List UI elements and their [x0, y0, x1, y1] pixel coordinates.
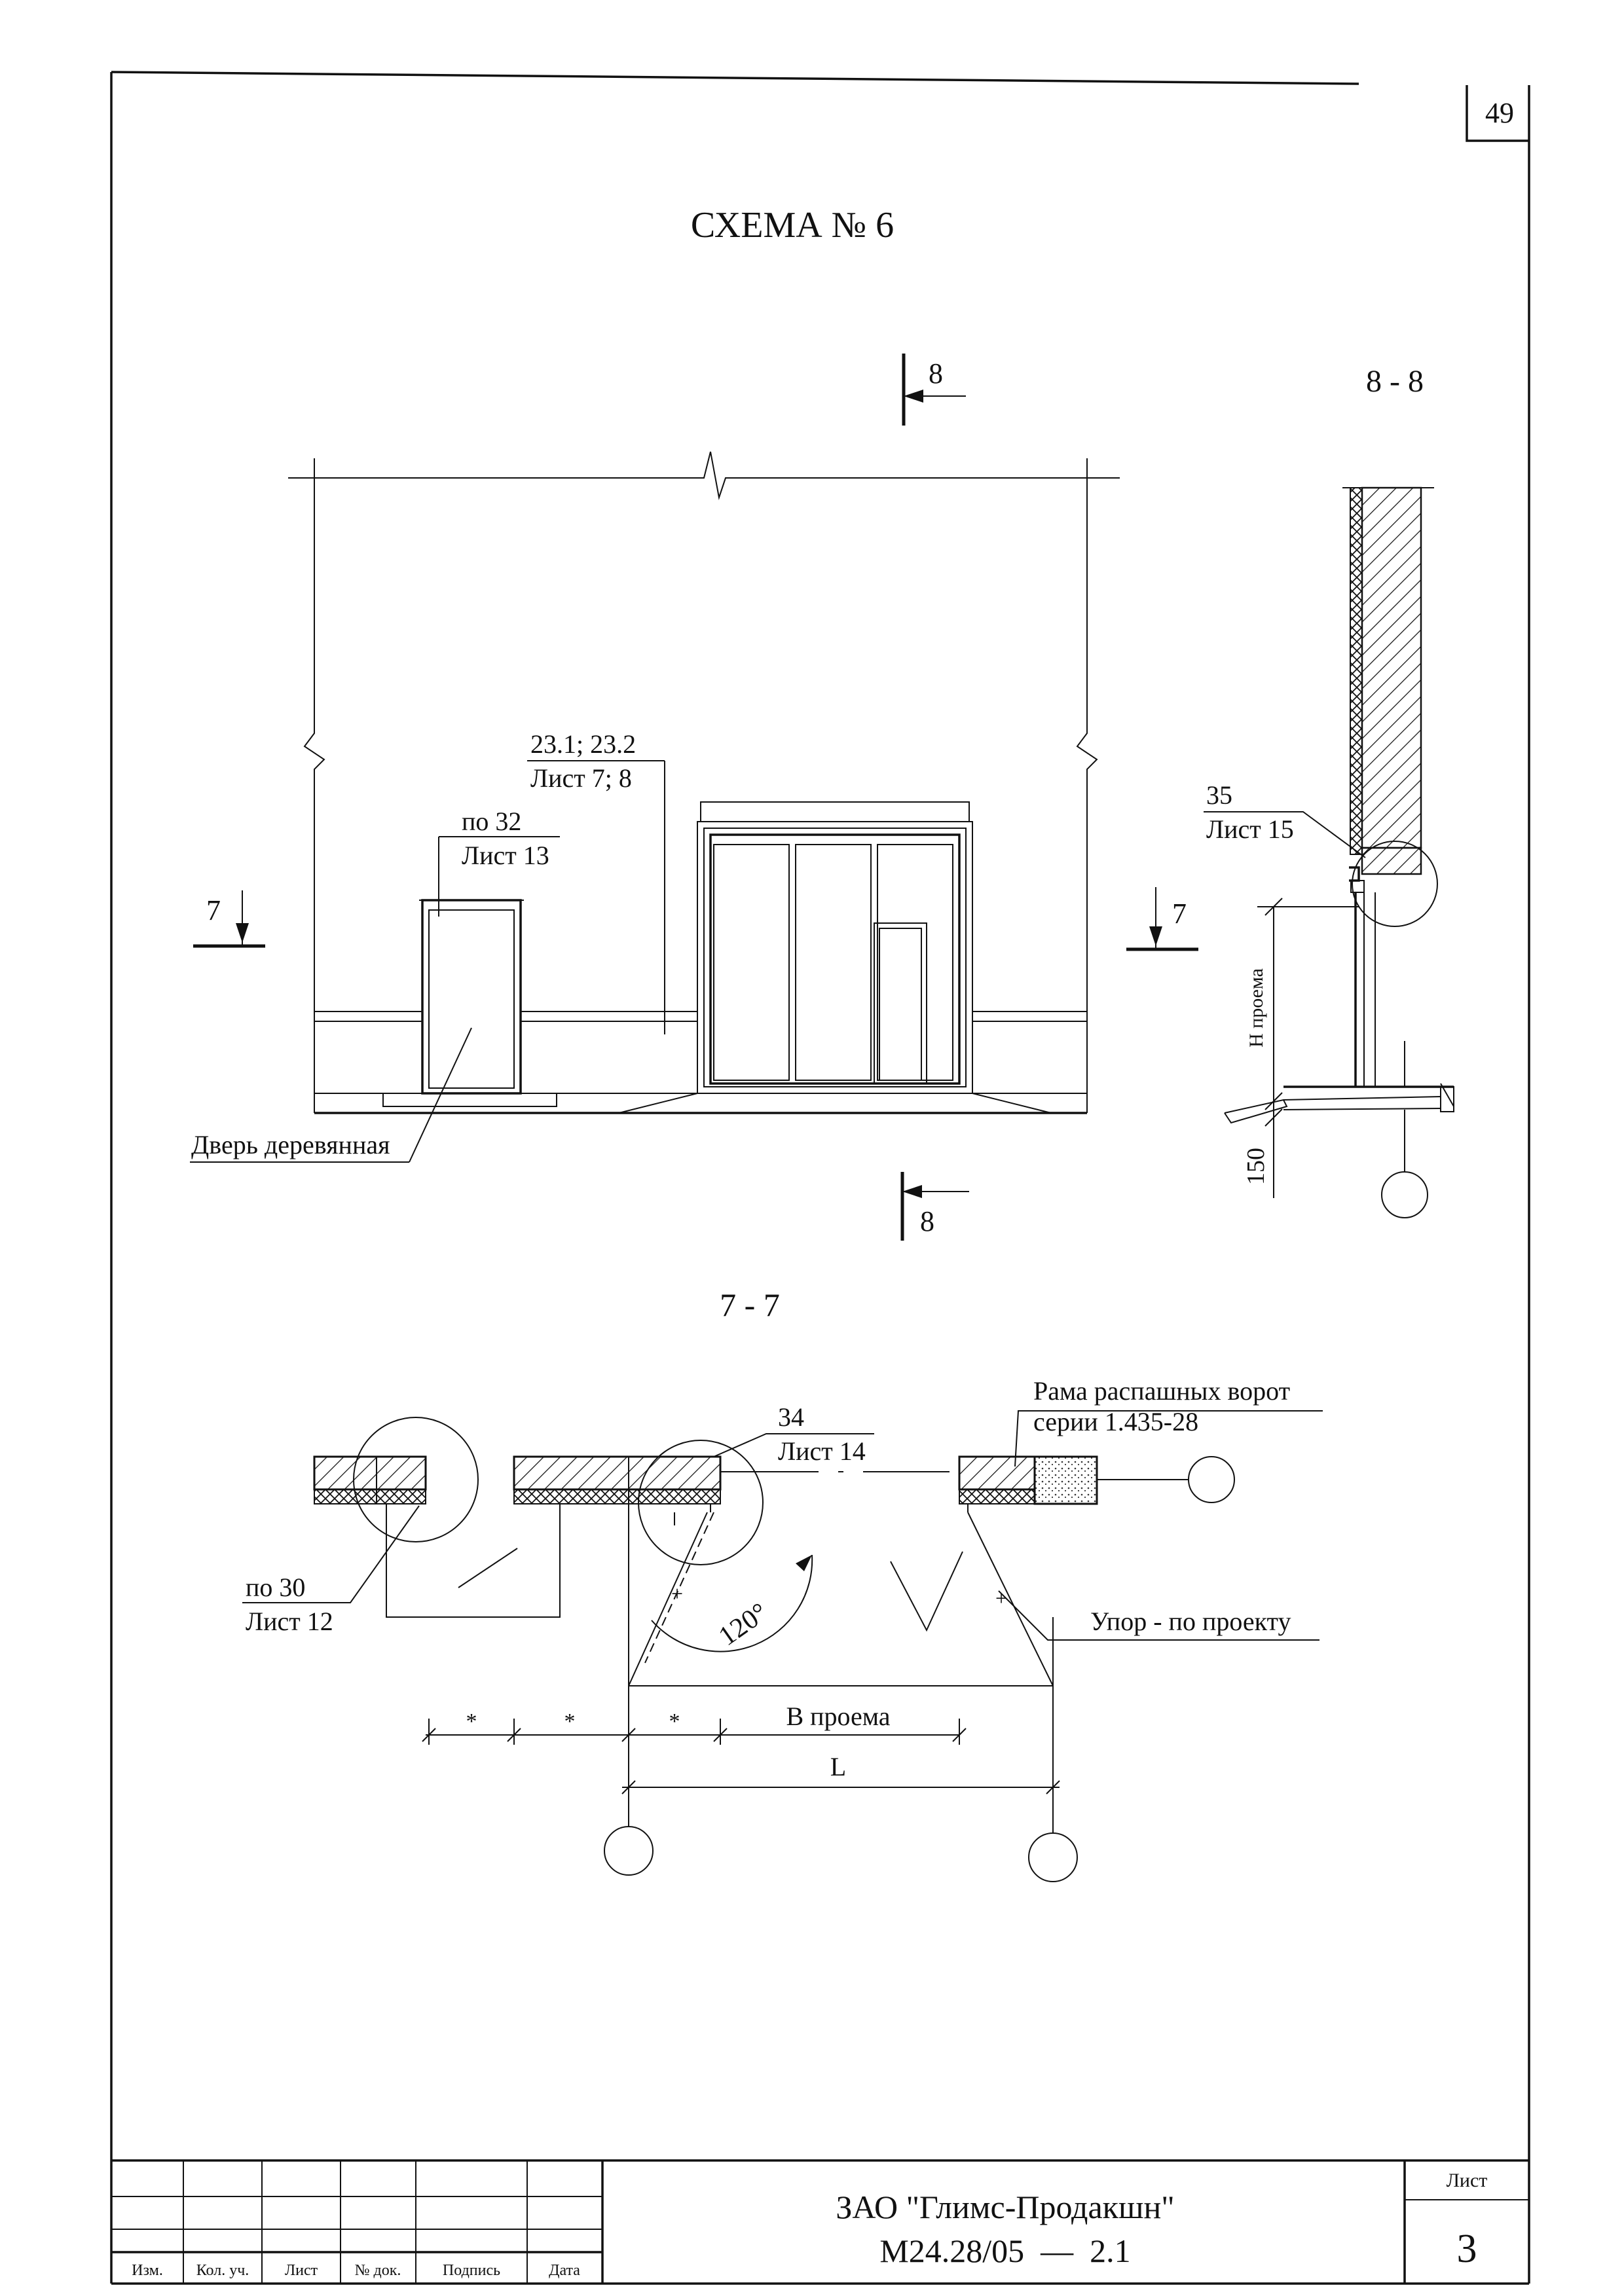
callout-30-bottom: Лист 12	[246, 1607, 333, 1636]
plus-mark-right: +	[995, 1586, 1007, 1610]
scheme-title: СХЕМА № 6	[691, 205, 894, 246]
callout-35-bottom: Лист 15	[1206, 814, 1294, 844]
section-8-8: 8 - 8 35 Лист 15 Н прое	[1204, 364, 1454, 1218]
plus-mark-left: +	[671, 1582, 683, 1605]
callout-door-detail-bottom: Лист 13	[462, 841, 549, 870]
callout-34-bottom: Лист 14	[778, 1436, 866, 1466]
callout-gate-detail-bottom: Лист 7; 8	[530, 763, 632, 793]
dim-L: L	[830, 1752, 846, 1781]
dim-star-1: *	[466, 1709, 477, 1734]
wooden-door	[419, 899, 524, 1095]
dim-star-3: *	[669, 1709, 680, 1734]
plan-7-7: 7 - 7 120° + +	[242, 1286, 1323, 1882]
elevation-view: 23.1; 23.2 Лист 7; 8 по 32 Лист 13 Дверь…	[190, 451, 1120, 1163]
section-mark-8-bottom-label: 8	[920, 1205, 934, 1237]
section-mark-7-left-label: 7	[206, 894, 221, 926]
angle-label: 120°	[713, 1597, 773, 1652]
door-label-leader: Дверь деревянная	[190, 1027, 472, 1163]
callout-door-detail: по 32 Лист 13	[438, 807, 560, 917]
tb-header-sign: Подпись	[443, 2262, 500, 2279]
tb-company: ЗАО "Глимс-Продакшн"	[836, 2189, 1174, 2225]
stop-label: Упор - по проекту	[1090, 1607, 1291, 1636]
callout-34-top: 34	[778, 1402, 804, 1432]
tb-sheet-value: 3	[1457, 2227, 1477, 2271]
callout-gate-detail: 23.1; 23.2 Лист 7; 8	[527, 729, 665, 1034]
tb-header-date: Дата	[549, 2262, 580, 2279]
section-mark-8-top: 8	[902, 354, 966, 426]
callout-door-detail-top: по 32	[462, 807, 521, 836]
tb-sheet-label: Лист	[1447, 2170, 1488, 2191]
tb-code: М24.28/05 — 2.1	[879, 2232, 1130, 2269]
dim-star-2: *	[564, 1709, 576, 1734]
section-mark-7-right-label: 7	[1172, 898, 1187, 930]
tb-header-list: Лист	[285, 2262, 318, 2279]
section-8-8-title: 8 - 8	[1366, 364, 1424, 399]
section-mark-8-bottom: 8	[900, 1172, 969, 1241]
section-mark-8-top-label: 8	[929, 357, 943, 390]
swing-gate	[697, 801, 973, 1094]
frame-label-2: серии 1.435-28	[1033, 1407, 1198, 1436]
section-mark-7-left: 7	[193, 890, 265, 948]
top-sheet-number: 49	[1485, 97, 1514, 129]
dim-opening: В проема	[786, 1702, 890, 1731]
top-sheet-number-box: 49	[1466, 85, 1529, 142]
frame-label-1: Рама распашных ворот	[1033, 1376, 1290, 1406]
door-label: Дверь деревянная	[191, 1130, 390, 1159]
callout-30-top: по 30	[246, 1573, 305, 1602]
tb-header-kol: Кол. уч.	[196, 2262, 249, 2279]
sheet-frame	[110, 71, 1530, 2285]
height-label: Н проема	[1246, 968, 1267, 1048]
dim-150: 150	[1242, 1148, 1270, 1185]
title-block: Изм. Кол. уч. Лист № док. Подпись Дата З…	[111, 2159, 1529, 2284]
tb-header-izm: Изм.	[132, 2262, 163, 2279]
section-7-7-title: 7 - 7	[720, 1286, 780, 1323]
callout-gate-detail-top: 23.1; 23.2	[530, 729, 636, 759]
callout-35-top: 35	[1206, 780, 1232, 810]
section-mark-7-right: 7	[1126, 887, 1198, 951]
tb-header-doc: № док.	[355, 2262, 401, 2279]
